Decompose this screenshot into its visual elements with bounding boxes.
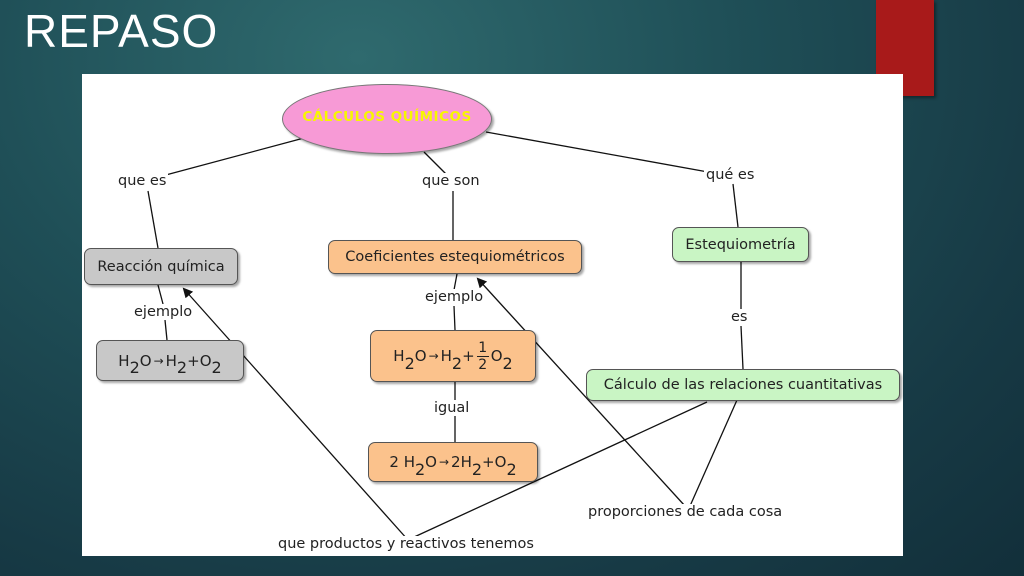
node-coeficientes-estequiometricos: Coeficientes estequiométricos (328, 240, 582, 274)
formula2-h: H (393, 347, 405, 365)
formula3-o2-sub: 2 (506, 459, 517, 479)
link-label-es: es (729, 309, 750, 325)
link-label-ejemplo-2: ejemplo (423, 289, 486, 305)
formula1-arrow: → (153, 353, 164, 368)
line-root-que-es-2 (485, 131, 709, 173)
line-calculo-productos (411, 401, 708, 539)
node-calculo-relaciones: Cálculo de las relaciones cuantitativas (586, 369, 900, 401)
formula2-h-sub: 2 (404, 353, 415, 373)
formula2-fraction: 1 2 (476, 339, 489, 373)
formula2-o2: O (490, 347, 503, 365)
formula2-h2-sub: 2 (451, 353, 463, 373)
line-calculo-proporciones (689, 399, 738, 507)
formula2-fraction-den: 2 (478, 356, 488, 373)
line-reaccion-ejemplo (157, 284, 164, 305)
link-label-que-es: que es (116, 173, 169, 189)
formula1-plus: + (187, 351, 200, 370)
link-label-que-son: que son (420, 173, 482, 189)
formula3-coef2: 2 (451, 453, 461, 471)
formula1-o: O (139, 351, 152, 370)
formula3-o2: O (494, 453, 507, 471)
slide-title: REPASO (24, 5, 219, 57)
formula3-coef1: 2 (389, 453, 399, 471)
formula1-o2-sub: 2 (211, 358, 222, 377)
formula1-h2: H (165, 351, 177, 370)
formula3-plus: + (482, 453, 495, 471)
formula2-o2-sub: 2 (502, 353, 513, 373)
formula2-o: O (414, 347, 427, 365)
line-coef-ejemplo (453, 273, 458, 291)
formula2-fraction-num: 1 (478, 339, 488, 356)
formula3-h2: H (460, 453, 472, 471)
line-root-que-son (423, 151, 449, 177)
link-label-que-es-2: qué es (704, 167, 757, 183)
formula3-h-sub: 2 (414, 459, 426, 479)
formula2-fraction-bar (476, 355, 489, 357)
formula3-h2-sub: 2 (471, 459, 483, 479)
line-que-es-2-esteq (732, 183, 739, 228)
arrow-to-coef (476, 277, 686, 507)
formula1-h2-sub: 2 (176, 358, 188, 377)
line-que-es-reaccion (147, 190, 159, 249)
formula2-plus: + (462, 347, 475, 365)
link-label-productos-reactivos: que productos y reactivos tenemos (276, 536, 536, 552)
formula2-arrow: → (428, 349, 439, 363)
formula3-h: H (403, 453, 415, 471)
formula2-h2: H (440, 347, 452, 365)
line-ejemplo-formula1 (164, 319, 168, 341)
connector-lines (147, 131, 744, 541)
link-label-ejemplo-1: ejemplo (132, 304, 195, 320)
root-node-calculos-quimicos: CÁLCULOS QUÍMICOS (282, 84, 492, 154)
line-root-que-es (161, 137, 305, 177)
link-label-igual: igual (432, 400, 472, 416)
concept-map-canvas: CÁLCULOS QUÍMICOS que es que son qué es … (82, 74, 903, 556)
node-estequiometria: Estequiometría (672, 227, 809, 262)
link-label-proporciones: proporciones de cada cosa (586, 504, 785, 520)
line-ejemplo-formula2 (453, 305, 456, 331)
arrow-to-reaccion (182, 287, 409, 541)
formula3-arrow: → (438, 455, 450, 469)
formula1-h: H (118, 351, 130, 370)
line-es-calculo (740, 325, 744, 370)
formula1-h-sub: 2 (129, 358, 140, 377)
node-reaccion-quimica: Reacción química (84, 248, 238, 285)
formula3-o: O (425, 453, 437, 471)
formula1-o2: O (199, 351, 212, 370)
